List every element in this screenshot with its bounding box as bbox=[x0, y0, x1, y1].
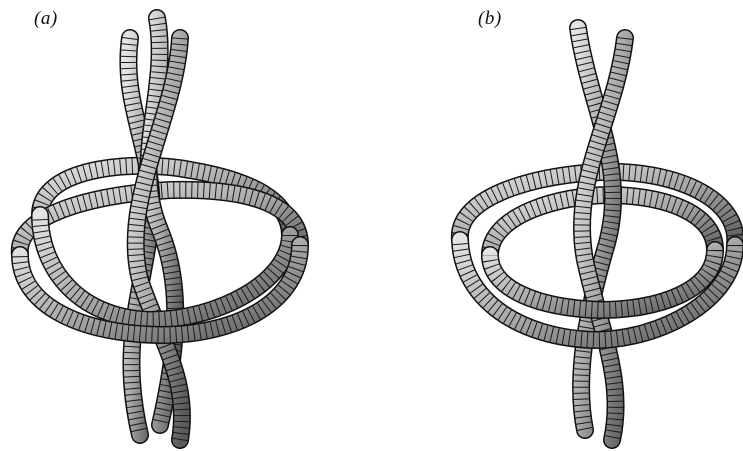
panel-a-strand-3 bbox=[126, 29, 191, 449]
panel-b-ring2-front bbox=[481, 241, 724, 320]
panel-b-strand-2 bbox=[573, 29, 634, 449]
panel-a-ring2-front bbox=[11, 236, 309, 345]
panel-a-label: (a) bbox=[34, 8, 58, 29]
panel-a-ring-front bbox=[31, 206, 299, 330]
panel-b-ring-front bbox=[451, 231, 743, 350]
panel-b-strand-1 bbox=[569, 19, 623, 439]
panel-a-diagram bbox=[10, 9, 309, 449]
panel-b-label: (b) bbox=[478, 8, 502, 29]
panel-b-diagram bbox=[450, 19, 743, 449]
panel-a-strand-1 bbox=[119, 29, 161, 444]
